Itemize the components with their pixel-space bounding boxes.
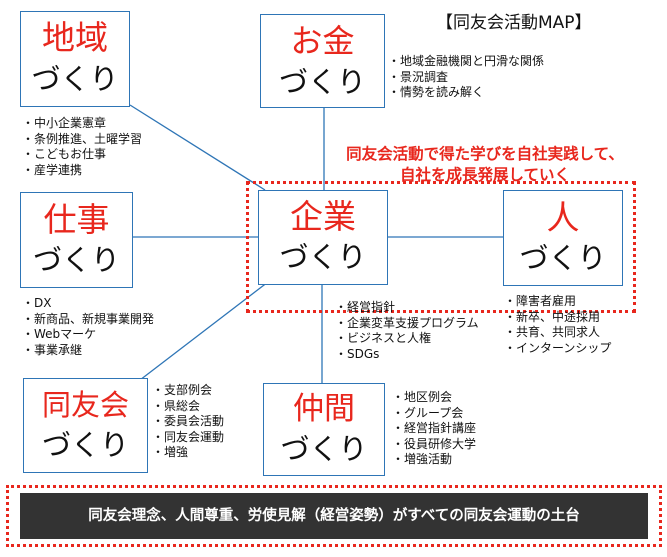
- list-item: 地区例会: [392, 390, 476, 406]
- list-item: 障害者雇用: [504, 294, 611, 310]
- list-item: インターンシップ: [504, 341, 611, 357]
- node-okane: お金 づくり: [260, 14, 385, 108]
- node-hito-subtitle: づくり: [519, 241, 607, 275]
- list-item: 経営指針: [335, 300, 479, 316]
- node-nakama-subtitle: づくり: [280, 432, 368, 466]
- node-okane-title: お金: [290, 22, 355, 60]
- list-item: SDGs: [335, 347, 479, 363]
- list-item: Webマーケ: [22, 327, 154, 343]
- node-chiiki-title: 地域: [42, 18, 108, 57]
- list-item: 新卒、中途採用: [504, 310, 611, 326]
- footer-frame: [6, 485, 662, 547]
- node-chiiki-subtitle: づくり: [31, 62, 119, 96]
- list-item: 企業変革支援プログラム: [335, 316, 479, 332]
- list-item: 役員研修大学: [392, 437, 476, 453]
- slogan: 同友会活動で得た学びを自社実践して、 自社を成長発展していく: [310, 144, 660, 186]
- list-item: 委員会活動: [152, 414, 224, 430]
- chiiki-list: 中小企業憲章 条例推進、土曜学習 こどもお仕事 産学連携: [22, 116, 142, 178]
- list-item: 増強: [152, 445, 224, 461]
- list-item: ビジネスと人権: [335, 331, 479, 347]
- node-doyukai-subtitle: づくり: [41, 428, 129, 462]
- hito-list: 障害者雇用 新卒、中途採用 共育、共同求人 インターンシップ: [504, 294, 611, 356]
- list-item: DX: [22, 296, 154, 312]
- node-kigyo: 企業 づくり: [258, 190, 388, 285]
- okane-list: 地域金融機関と円滑な関係 景況調査 情勢を読み解く: [388, 54, 544, 101]
- list-item: 事業承継: [22, 343, 154, 359]
- list-item: 新商品、新規事業開発: [22, 312, 154, 328]
- map-title: 【同友会活動MAP】: [436, 13, 592, 33]
- footer-banner: 同友会理念、人間尊重、労使見解（経営姿勢）がすべての同友会運動の土台: [20, 493, 648, 539]
- node-okane-subtitle: づくり: [278, 65, 366, 99]
- doyukai-list: 支部例会 県総会 委員会活動 同友会運動 増強: [152, 383, 224, 461]
- list-item: 県総会: [152, 399, 224, 415]
- node-doyukai: 同友会 づくり: [23, 378, 148, 473]
- node-shigoto: 仕事 づくり: [20, 192, 133, 288]
- list-item: 地域金融機関と円滑な関係: [388, 54, 544, 70]
- list-item: こどもお仕事: [22, 147, 142, 163]
- shigoto-list: DX 新商品、新規事業開発 Webマーケ 事業承継: [22, 296, 154, 358]
- list-item: 中小企業憲章: [22, 116, 142, 132]
- list-item: 景況調査: [388, 70, 544, 86]
- node-chiiki: 地域 づくり: [20, 11, 130, 107]
- slogan-line-1: 同友会活動で得た学びを自社実践して、: [346, 145, 624, 163]
- list-item: 産学連携: [22, 163, 142, 179]
- list-item: 増強活動: [392, 452, 476, 468]
- list-item: 支部例会: [152, 383, 224, 399]
- kigyo-list: 経営指針 企業変革支援プログラム ビジネスと人権 SDGs: [335, 300, 479, 362]
- list-item: 同友会運動: [152, 430, 224, 446]
- list-item: 経営指針講座: [392, 421, 476, 437]
- nakama-list: 地区例会 グループ会 経営指針講座 役員研修大学 増強活動: [392, 390, 476, 468]
- node-shigoto-title: 仕事: [43, 200, 110, 239]
- node-shigoto-subtitle: づくり: [32, 243, 120, 277]
- node-kigyo-title: 企業: [290, 197, 356, 236]
- node-doyukai-title: 同友会: [41, 388, 129, 422]
- list-item: 共育、共同求人: [504, 325, 611, 341]
- list-item: グループ会: [392, 406, 476, 422]
- node-kigyo-subtitle: づくり: [279, 240, 367, 274]
- list-item: 情勢を読み解く: [388, 85, 544, 101]
- node-hito: 人 づくり: [503, 190, 623, 286]
- slogan-line-2: 自社を成長発展していく: [399, 166, 571, 184]
- list-item: 条例推進、土曜学習: [22, 132, 142, 148]
- line-chiiki: [129, 104, 266, 191]
- node-hito-title: 人: [546, 198, 580, 237]
- node-nakama: 仲間 づくり: [263, 383, 385, 476]
- node-nakama-title: 仲間: [293, 391, 355, 427]
